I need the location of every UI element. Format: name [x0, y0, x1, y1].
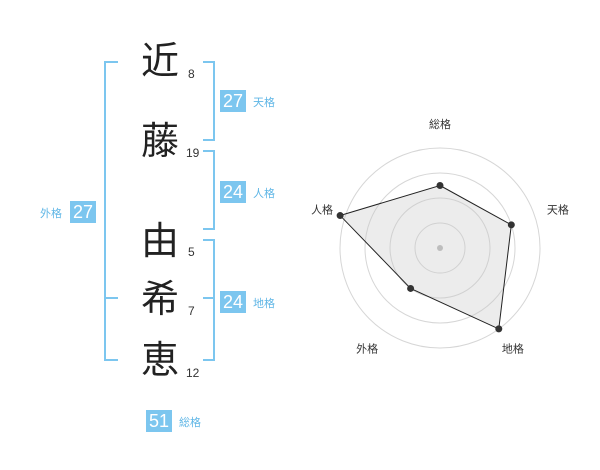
name-char-1-strokes: 8 [188, 67, 195, 81]
radar-data-point [495, 325, 503, 333]
chikaku-bracket-divider [203, 297, 215, 299]
radar-axis-label: 天格 [547, 203, 569, 217]
tenkaku-label: 天格 [253, 96, 275, 109]
radar-grid [339, 147, 541, 349]
name-char-5: 恵 [140, 338, 179, 382]
soukaku-score-badge: 51 [146, 410, 173, 432]
radar-grid-ring [339, 147, 541, 349]
name-char-3: 由 [140, 219, 179, 263]
radar-axis-label: 外格 [356, 341, 378, 355]
gaikaku-score-badge: 27 [70, 201, 97, 223]
radar-center-dot [437, 245, 443, 251]
radar-data-point [436, 182, 444, 189]
tenkaku-bracket [203, 61, 215, 141]
name-char-5-strokes: 12 [186, 366, 200, 380]
radar-axis-label: 総格 [429, 117, 451, 131]
name-char-2: 藤 [140, 119, 179, 163]
gaikaku-label: 外格 [40, 207, 62, 220]
jinkaku-score-badge: 24 [220, 181, 247, 203]
radar-grid-ring [389, 197, 491, 299]
name-char-3-strokes: 5 [188, 245, 195, 259]
gaikaku-bracket-divider [104, 297, 118, 299]
radar-data-point [407, 284, 415, 292]
tenkaku-score-badge: 27 [220, 90, 247, 112]
name-char-1: 近 [140, 39, 179, 83]
name-char-2-strokes: 19 [186, 146, 200, 160]
chikaku-score-badge: 24 [220, 291, 247, 313]
jinkaku-label: 人格 [253, 187, 275, 200]
radar-grid-ring [414, 222, 466, 274]
name-char-4-strokes: 7 [188, 304, 195, 318]
gaikaku-bracket [104, 61, 118, 361]
chikaku-label: 地格 [253, 297, 275, 310]
chikaku-bracket [203, 239, 215, 361]
radar-data-points [336, 182, 515, 333]
radar-axis-label: 地格 [502, 341, 524, 355]
jinkaku-bracket [203, 150, 215, 230]
name-char-4: 希 [140, 277, 179, 321]
radar-data-point [336, 212, 344, 220]
radar-grid-ring [364, 172, 516, 324]
radar-axis-label: 人格 [311, 203, 333, 217]
radar-data-area [339, 184, 512, 330]
radar-data-point [507, 221, 515, 229]
soukaku-label: 総格 [179, 416, 201, 429]
